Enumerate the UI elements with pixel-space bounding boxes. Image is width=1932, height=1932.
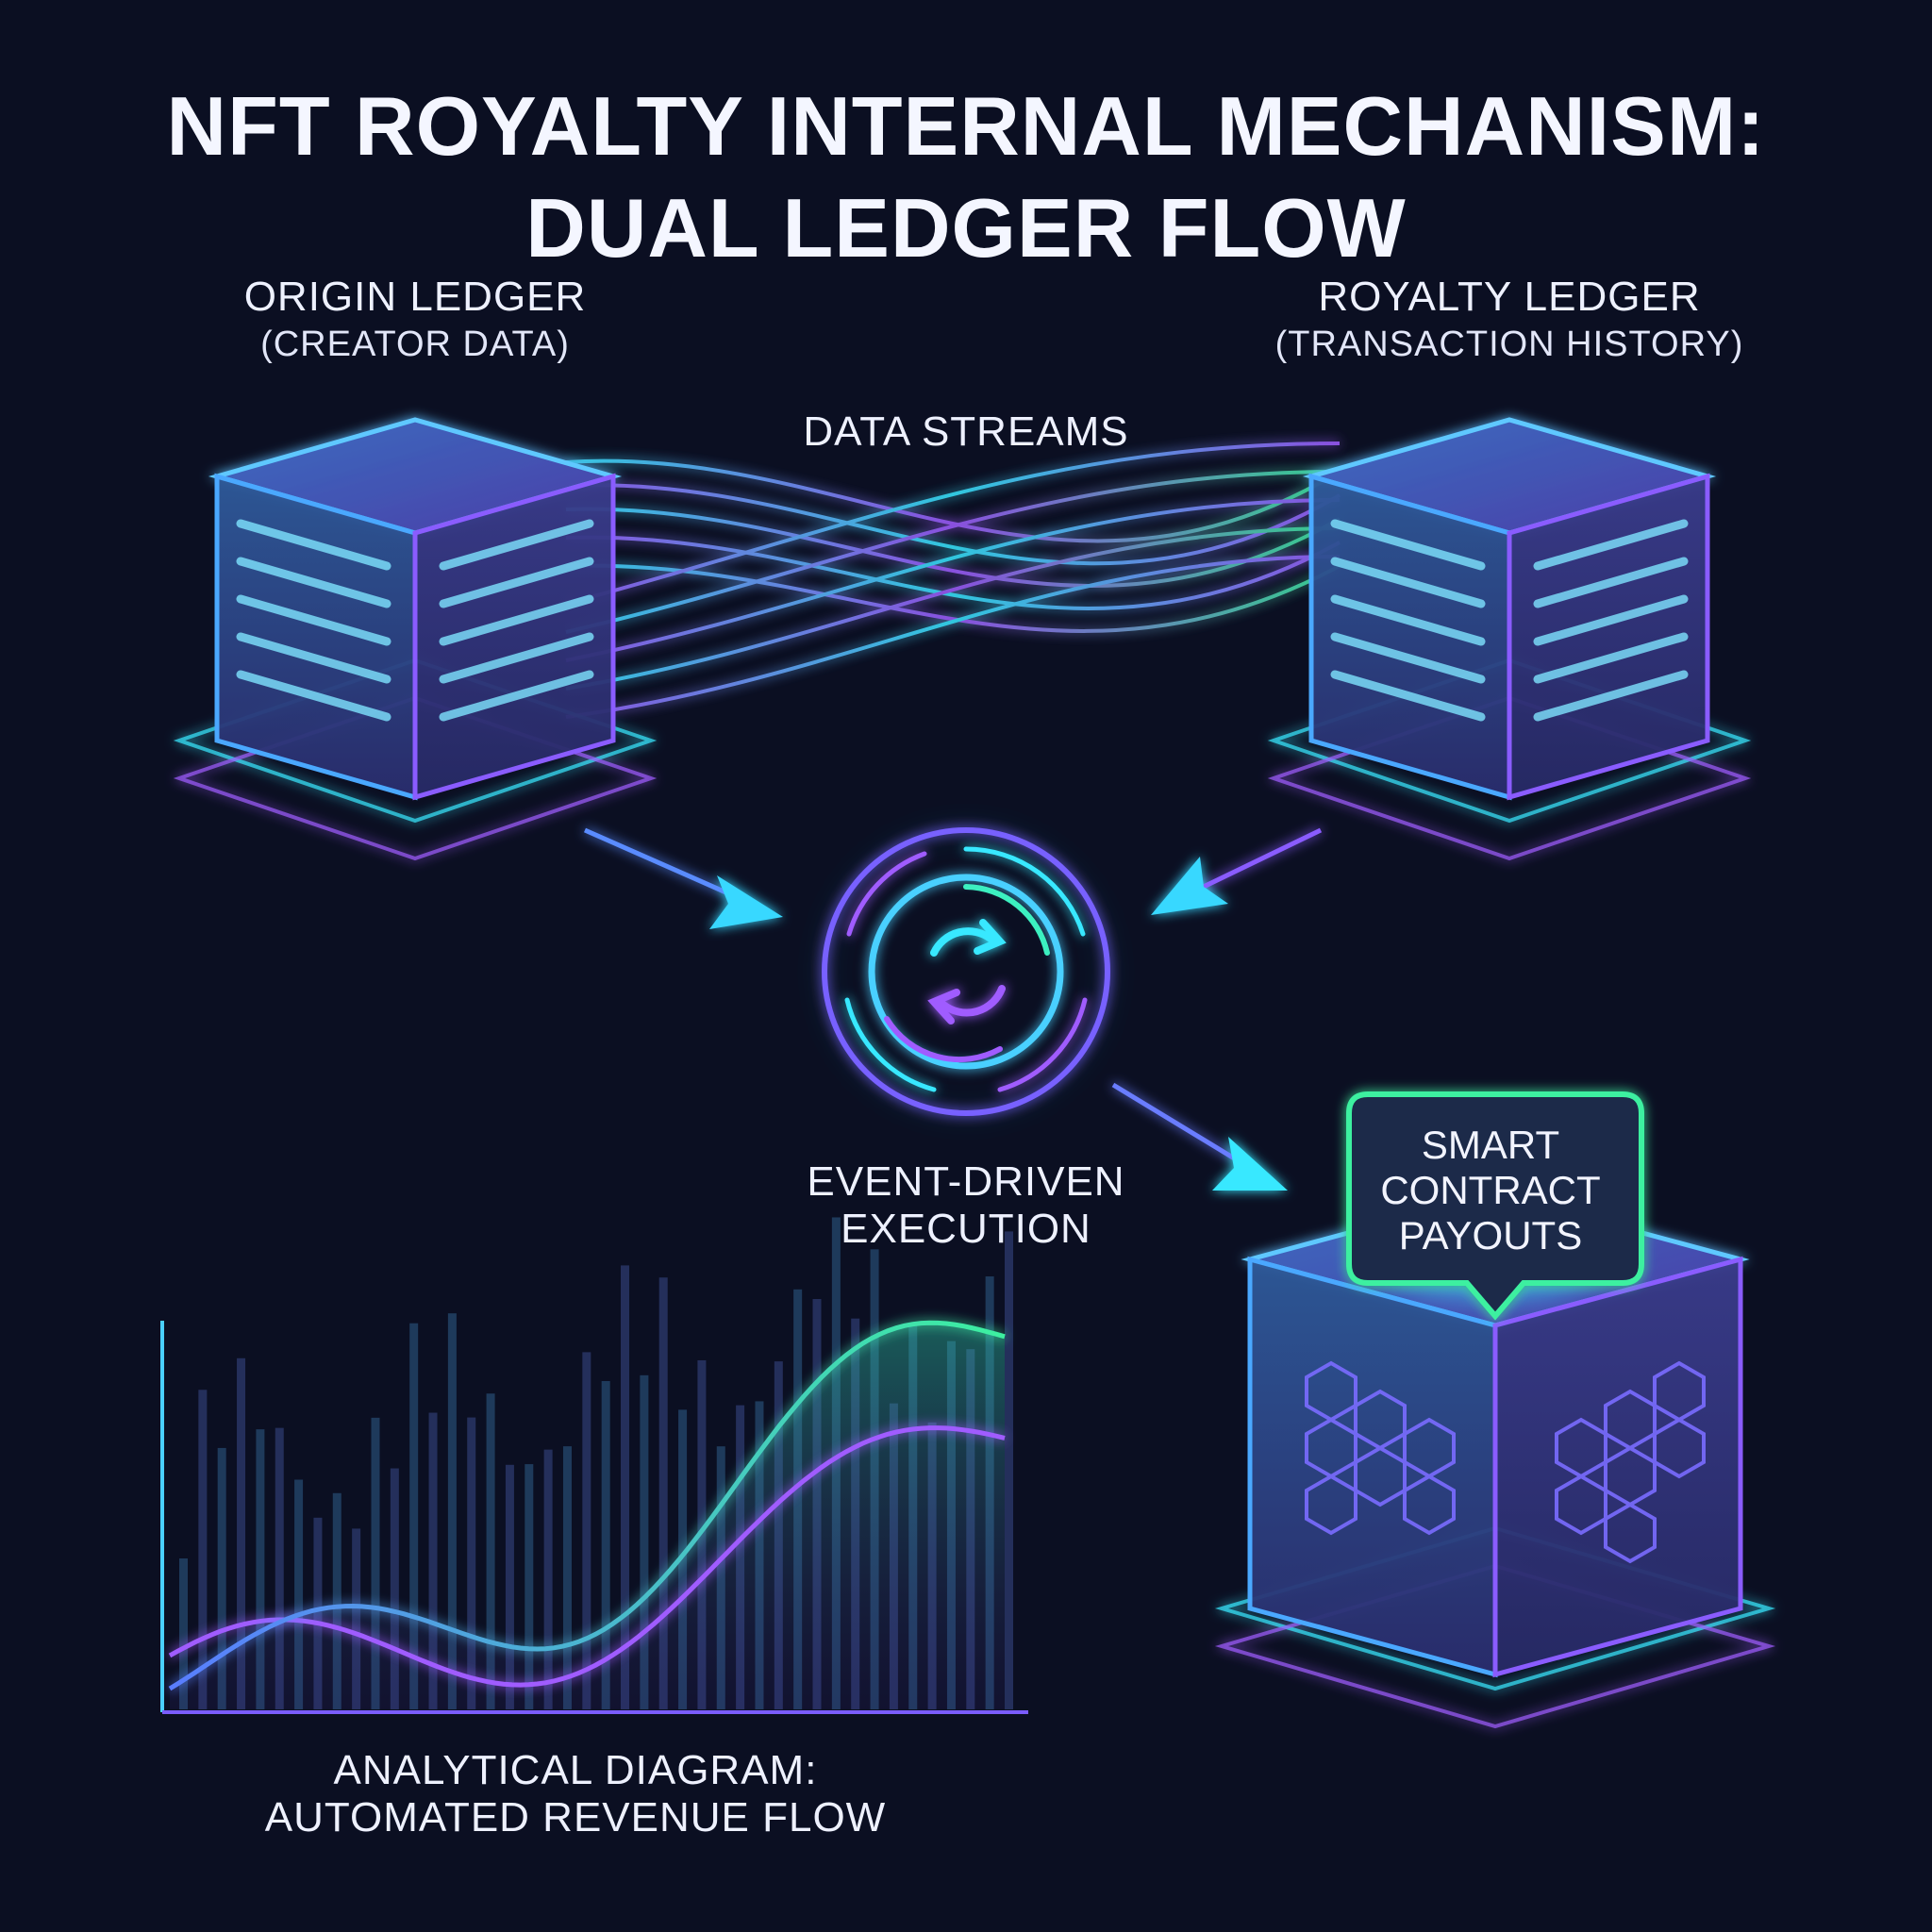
event-execution-label: EVENT-DRIVEN EXECUTION (730, 1158, 1202, 1253)
origin-ledger-label: ORIGIN LEDGER (CREATOR DATA) (179, 274, 651, 368)
revenue-bar (505, 1464, 514, 1709)
revenue-bar (640, 1374, 649, 1709)
revenue-bar (390, 1468, 399, 1709)
origin-ledger-cube (173, 417, 658, 861)
revenue-chart (160, 1217, 1028, 1714)
revenue-bar (256, 1429, 265, 1709)
revenue-bar (447, 1313, 457, 1709)
title-line-1: NFT ROYALTY INTERNAL MECHANISM: (166, 79, 1766, 173)
smart-contract-label: SMART CONTRACT PAYOUTS (1358, 1123, 1623, 1258)
revenue-bar (217, 1447, 226, 1709)
execution-engine (822, 827, 1110, 1116)
analytics-caption-line-2: AUTOMATED REVENUE FLOW (264, 1794, 887, 1840)
royalty-ledger-cube (1267, 417, 1752, 861)
revenue-bar (486, 1393, 495, 1709)
arrow-origin-to-engine (583, 827, 783, 929)
revenue-curve-upper (168, 1320, 1006, 1691)
royalty-ledger-label: ROYALTY LEDGER (TRANSACTION HISTORY) (1226, 274, 1792, 368)
revenue-bar (1005, 1231, 1013, 1709)
revenue-bar (601, 1381, 610, 1709)
revenue-bar (198, 1390, 208, 1709)
revenue-bar (467, 1417, 476, 1709)
hexagon-pattern-right (1555, 1360, 1706, 1564)
revenue-bar (582, 1352, 591, 1709)
royalty-ledger-subtitle: (TRANSACTION HISTORY) (1274, 325, 1744, 364)
revenue-bar (371, 1417, 380, 1709)
royalty-ledger-stripes (1330, 519, 1689, 722)
revenue-curve-lower (168, 1425, 1006, 1688)
data-streams-label: DATA STREAMS (803, 408, 1129, 455)
origin-ledger-title: ORIGIN LEDGER (243, 274, 587, 320)
analytics-caption-line-1: ANALYTICAL DIAGRAM: (333, 1747, 818, 1793)
event-execution-line-1: EVENT-DRIVEN (807, 1158, 1125, 1205)
smart-contract-line-1: SMART (1421, 1123, 1560, 1167)
revenue-bar (409, 1323, 419, 1709)
page-title: NFT ROYALTY INTERNAL MECHANISM: DUAL LED… (0, 75, 1932, 279)
revenue-area (170, 1323, 1005, 1709)
revenue-bar (543, 1449, 553, 1709)
arrow-royalty-to-engine (1151, 827, 1323, 915)
revenue-bar (621, 1265, 630, 1709)
revenue-bar (525, 1464, 534, 1709)
revenue-bar (237, 1357, 246, 1709)
hexagon-pattern-left (1305, 1360, 1456, 1536)
event-execution-line-2: EXECUTION (841, 1206, 1091, 1252)
smart-contract-cube (1214, 1091, 1776, 1729)
revenue-bar (179, 1558, 188, 1709)
revenue-bar (428, 1412, 438, 1709)
refresh-icon (927, 919, 1007, 1024)
analytics-caption: ANALYTICAL DIAGRAM: AUTOMATED REVENUE FL… (189, 1747, 962, 1841)
royalty-ledger-title: ROYALTY LEDGER (1318, 274, 1701, 320)
revenue-bar (275, 1427, 284, 1709)
arrow-engine-to-contract (1111, 1082, 1288, 1191)
revenue-bar (332, 1492, 341, 1709)
smart-contract-callout (1346, 1091, 1644, 1321)
smart-contract-line-2: CONTRACT (1380, 1168, 1601, 1212)
smart-contract-line-3: PAYOUTS (1398, 1213, 1583, 1257)
origin-ledger-stripes (236, 519, 594, 722)
title-line-2: DUAL LEDGER FLOW (525, 181, 1407, 275)
data-streams (565, 441, 1341, 719)
origin-ledger-subtitle: (CREATOR DATA) (260, 325, 570, 364)
revenue-bar (294, 1479, 304, 1709)
revenue-bar (658, 1277, 668, 1709)
revenue-bar (562, 1446, 572, 1709)
